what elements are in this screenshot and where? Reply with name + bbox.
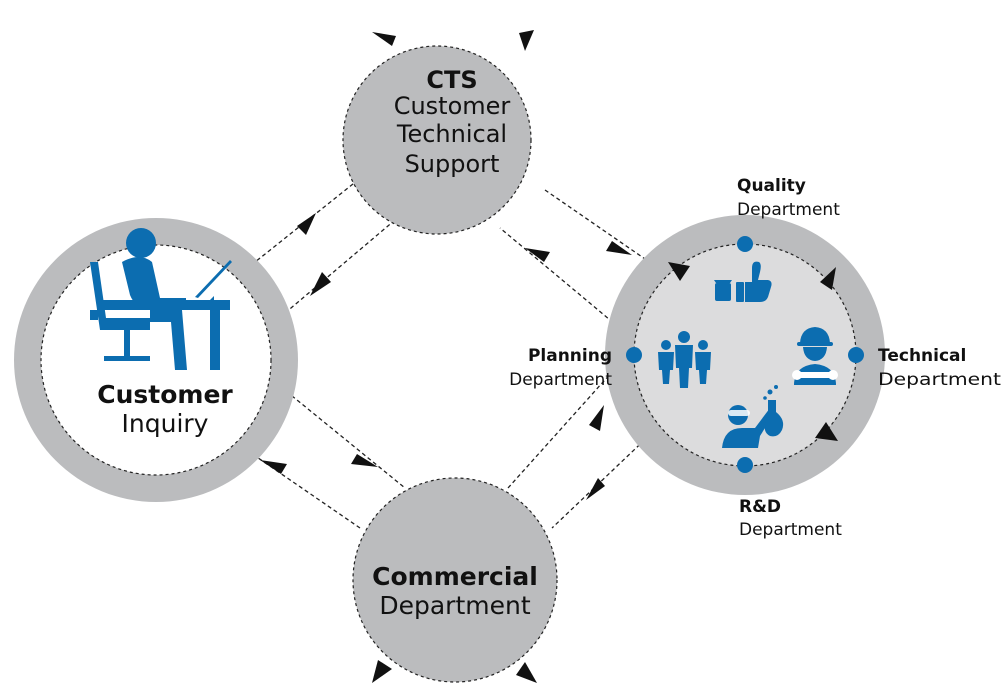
scientist-icon	[722, 385, 784, 448]
hub-orbit-arrow-top-left	[668, 262, 690, 281]
connector-customer-to-cts	[234, 179, 359, 279]
cts-title: CTS	[426, 66, 477, 94]
arrow-commercial-to-customer	[260, 460, 287, 474]
rnd-dept-sub: Department	[739, 520, 842, 540]
arrow-cts-to-customer	[310, 272, 331, 296]
team-people-icon	[658, 331, 711, 388]
arrow-dept-to-commercial	[586, 478, 605, 500]
arrow-dept-to-cts	[525, 248, 550, 262]
cts-node: CTS Customer Technical Support	[342, 30, 534, 235]
planning-dept-sub: Department	[509, 370, 612, 390]
station-dot-quality	[737, 236, 753, 252]
cts-line-2: Technical	[396, 120, 507, 148]
commercial-circle	[353, 478, 557, 682]
arrow-customer-to-commercial	[351, 454, 378, 467]
technical-dept-sub: Department	[878, 370, 1001, 390]
departments-hub: Quality Department Technical Department …	[509, 176, 1001, 540]
arrow-customer-to-cts	[297, 213, 316, 235]
connector-dept-to-commercial	[551, 429, 656, 529]
connector-cts-to-dept	[544, 189, 691, 291]
customer-title: Customer	[97, 380, 233, 409]
connector-commercial-to-dept	[507, 371, 613, 489]
person-at-desk-icon	[90, 228, 232, 370]
engineer-wrench-icon	[792, 327, 838, 385]
customer-subtitle: Inquiry	[122, 409, 209, 438]
cts-line-1: Customer	[394, 92, 511, 120]
commercial-dashed-ring	[352, 477, 558, 683]
arrow-commercial-to-dept	[589, 405, 604, 431]
hub-orbit-arrow-top-right	[820, 267, 836, 290]
customer-node: Customer Inquiry	[14, 218, 298, 502]
quality-dept-name: Quality	[737, 176, 806, 196]
commercial-node: Commercial Department	[352, 477, 558, 683]
thumbs-up-icon	[714, 261, 772, 302]
cts-line-3: Support	[405, 150, 500, 178]
commercial-orbit-arrow-right	[516, 662, 537, 683]
commercial-title: Commercial	[372, 562, 538, 591]
cts-orbit-arrow-left	[372, 32, 396, 46]
station-dot-planning	[626, 347, 642, 363]
arrowheads	[260, 213, 632, 500]
planning-dept-name: Planning	[528, 346, 612, 366]
arrow-cts-to-dept	[606, 241, 632, 255]
commercial-orbit-arrow-left	[372, 660, 392, 683]
cts-orbit-arrow-right	[519, 30, 534, 51]
hub-orbit-arrow-bottom-right	[815, 422, 838, 441]
commercial-subtitle: Department	[379, 591, 530, 620]
cts-dashed-ring	[342, 45, 532, 235]
cts-circle	[343, 46, 531, 234]
station-dot-rnd	[737, 457, 753, 473]
rnd-dept-name: R&D	[739, 497, 781, 517]
customer-inner-circle	[40, 244, 272, 476]
hub-inner-circle	[634, 244, 856, 466]
station-dot-technical	[848, 347, 864, 363]
quality-dept-sub: Department	[737, 200, 840, 220]
technical-dept-name: Technical	[878, 346, 966, 366]
